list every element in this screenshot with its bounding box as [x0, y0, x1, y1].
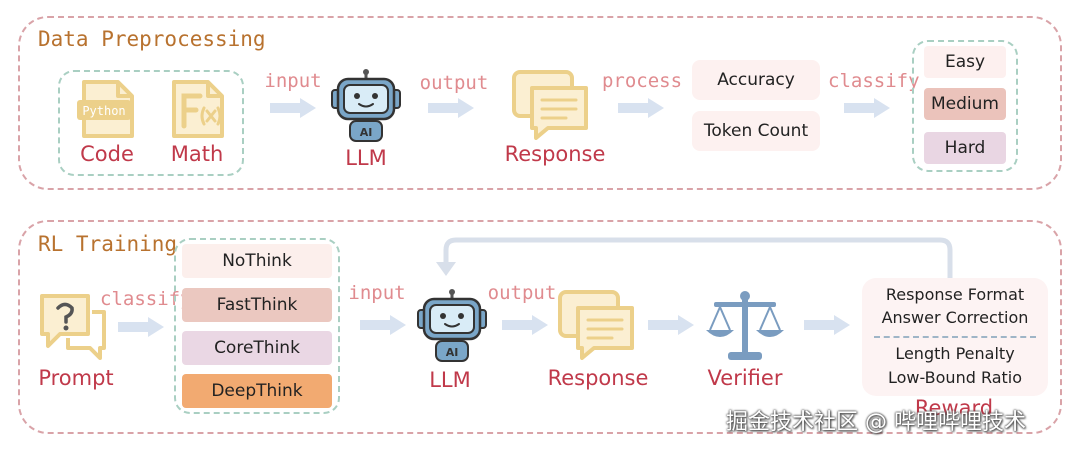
thinking-modes-group — [174, 238, 340, 414]
difficulty-easy: Easy — [924, 46, 1006, 78]
math-label: Math — [170, 142, 224, 166]
arrow-output-icon — [426, 97, 476, 123]
arrow-process-label: process — [601, 70, 683, 92]
reward-low-bound-ratio: Low-Bound Ratio — [887, 368, 1023, 387]
mode-deepthink: DeepThink — [182, 374, 332, 408]
rl-llm-label: LLM — [429, 368, 471, 392]
verifier-scale-icon — [704, 288, 786, 364]
code-icon: Python — [76, 78, 138, 140]
arrow-classify-icon — [842, 97, 892, 123]
arrow-input-label: input — [264, 70, 322, 92]
mode-nothink: NoThink — [182, 244, 332, 278]
arrow-process-icon — [616, 97, 666, 123]
reward-divider — [874, 336, 1036, 338]
difficulty-medium: Medium — [924, 88, 1006, 120]
rl-arrow-output-label: output — [487, 282, 557, 304]
arrow-output-label: output — [419, 72, 489, 94]
response-label: Response — [504, 142, 606, 166]
reward-response-format: Response Format — [885, 285, 1025, 304]
data-preprocessing-panel — [18, 16, 1062, 190]
mode-corethink: CoreThink — [182, 331, 332, 365]
rl-arrow-input-icon — [358, 314, 408, 340]
rl-robot-badge: AI — [446, 346, 459, 359]
feedback-loop-arrow — [434, 236, 954, 280]
mode-fastthink: FastThink — [182, 288, 332, 322]
response-icon — [510, 68, 590, 140]
robot-badge: AI — [360, 126, 373, 139]
robot-icon: AI — [328, 68, 404, 144]
metric-token-count: Token Count — [692, 111, 820, 151]
rl-response-label: Response — [547, 366, 649, 390]
input-data-group — [58, 70, 244, 176]
rl-arrow-reward-icon — [802, 314, 852, 340]
rl-arrow-input-label: input — [348, 282, 406, 304]
prompt-label: Prompt — [38, 366, 114, 390]
reward-label: Reward — [914, 396, 994, 420]
math-icon — [168, 78, 228, 140]
rl-training-title: RL Training — [38, 232, 178, 256]
rl-training-panel — [18, 220, 1062, 434]
rl-response-icon — [556, 288, 636, 360]
reward-answer-correction: Answer Correction — [881, 308, 1029, 327]
prompt-icon — [38, 292, 108, 360]
rl-arrow-output-icon — [500, 314, 550, 340]
python-icon-text: Python — [82, 104, 125, 118]
verifier-label: Verifier — [707, 366, 783, 390]
llm-label: LLM — [345, 146, 387, 170]
metric-accuracy: Accuracy — [692, 60, 820, 100]
rl-arrow-classify-label: classify — [100, 288, 192, 310]
rl-robot-icon: AI — [414, 288, 490, 364]
rl-arrow-verify-icon — [646, 314, 696, 340]
code-label: Code — [80, 142, 134, 166]
reward-box: Response Format Answer Correction Length… — [862, 278, 1048, 396]
data-preprocessing-title: Data Preprocessing — [38, 27, 266, 51]
watermark: 掘金技术社区 @ 哔哩哔哩技术 — [726, 410, 1026, 435]
arrow-input-icon — [268, 97, 318, 123]
arrow-classify-label: classify — [828, 70, 920, 92]
difficulty-hard: Hard — [924, 132, 1006, 164]
reward-length-penalty: Length Penalty — [895, 344, 1015, 363]
rl-arrow-classify-icon — [116, 316, 166, 342]
difficulty-group — [912, 40, 1018, 172]
